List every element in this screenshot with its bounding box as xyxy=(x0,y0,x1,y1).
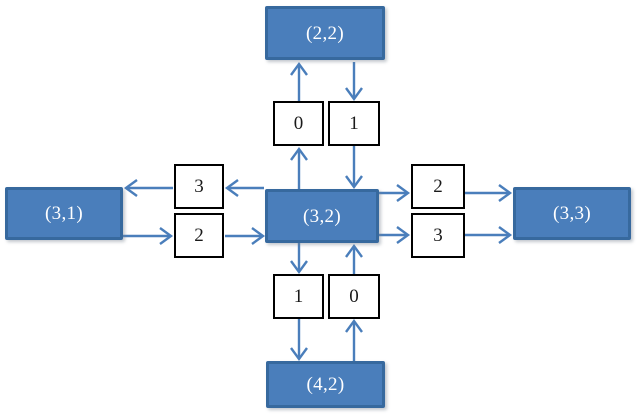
port-top-0[interactable]: 0 xyxy=(273,101,324,146)
arrowhead-e16 xyxy=(345,318,363,333)
arrowhead-e14 xyxy=(345,243,363,258)
port-top-1[interactable]: 1 xyxy=(328,101,380,146)
node-3-1[interactable]: (3,1) xyxy=(5,187,123,240)
arrowhead-e9 xyxy=(396,184,411,202)
arrowhead-e13 xyxy=(290,260,308,275)
arrowhead-e6 xyxy=(123,179,138,197)
node-3-3[interactable]: (3,3) xyxy=(513,187,631,240)
arrowhead-e10 xyxy=(498,184,513,202)
arrowhead-e11 xyxy=(396,226,411,244)
arrowhead-e8 xyxy=(251,227,266,245)
arrowhead-e12 xyxy=(498,226,513,244)
node-2-2[interactable]: (2,2) xyxy=(265,6,385,60)
node-4-2[interactable]: (4,2) xyxy=(266,361,385,408)
port-right-3[interactable]: 3 xyxy=(411,213,465,258)
arrowhead-e5 xyxy=(224,179,239,197)
port-left-3[interactable]: 3 xyxy=(174,164,224,209)
port-bottom-0[interactable]: 0 xyxy=(328,274,380,319)
port-right-2[interactable]: 2 xyxy=(411,164,465,209)
arrowhead-e2 xyxy=(345,87,363,102)
arrowhead-e4 xyxy=(345,175,363,190)
arrowhead-e7 xyxy=(159,227,174,245)
port-bottom-1[interactable]: 1 xyxy=(273,274,324,319)
port-left-2[interactable]: 2 xyxy=(174,213,224,258)
arrowhead-e1 xyxy=(290,61,308,76)
arrowhead-e3 xyxy=(290,146,308,161)
arrowhead-e15 xyxy=(290,347,308,362)
node-3-2[interactable]: (3,2) xyxy=(265,189,379,243)
